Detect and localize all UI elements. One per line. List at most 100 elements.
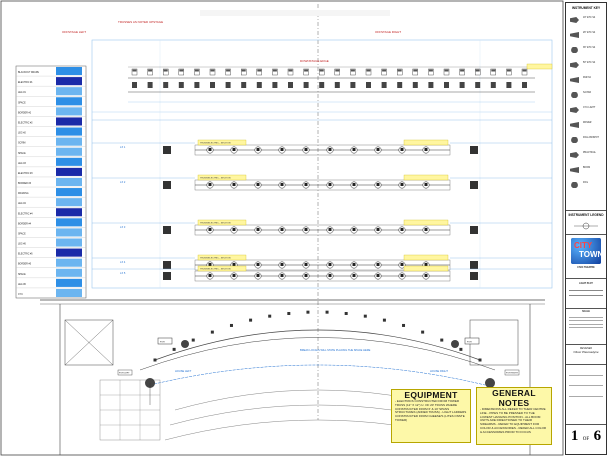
apron-light (210, 330, 214, 334)
instrument-unit (521, 68, 528, 76)
instrument-unit (506, 68, 512, 76)
scale-label: SCALE (582, 311, 590, 313)
truss-section-label: TRUSS/ELECTRIC - SECTION (200, 177, 231, 179)
instrument-lens (241, 69, 246, 72)
legend-item: 36° ETC S4 (569, 45, 605, 57)
instrument-unit (397, 82, 403, 88)
legend-instrument-icon (571, 137, 578, 143)
legend-instrument-icon (570, 122, 579, 128)
apron-light (268, 314, 272, 318)
legend-instrument-icon (570, 62, 579, 68)
rail-label: BLACKOUT DRAPE (18, 71, 39, 74)
legend-item-label: PAR 64 (583, 77, 591, 79)
instrument-unit (256, 82, 262, 88)
rail-bar (56, 228, 82, 237)
legend-item: PAR 64 (569, 75, 605, 87)
instrument-unit (225, 68, 231, 76)
legend-instrument-icon (570, 152, 579, 158)
boom-left (163, 272, 171, 280)
sheet-no: 1 (570, 428, 579, 444)
legend-item-label: 50° ETC S4 (583, 62, 596, 64)
instrument-lens (319, 69, 324, 72)
house-left-label: HOUSE LEFT (175, 369, 192, 373)
instrument-unit (428, 82, 434, 88)
electric-2: TRUSS/ELECTRIC - SECTION LX 2 (92, 174, 552, 191)
instrument-lens (194, 69, 199, 72)
rail-label: BORDER #2 (18, 112, 32, 114)
truss-section-label: TRUSS/ELECTRIC - SECTION (200, 222, 231, 224)
instrument-unit (350, 82, 356, 88)
rail-bar (56, 107, 82, 116)
truss-section-label: TRUSS/ELECTRIC - SECTION (200, 268, 231, 270)
revision-section (566, 365, 606, 425)
instrument-unit (132, 82, 137, 88)
wing-label: LX 2 (120, 180, 126, 184)
instrument-unit (475, 82, 481, 88)
legend-item: CYC LIGHT (569, 105, 605, 117)
legend-instrument-icon (570, 17, 579, 23)
legend-item: MOVER (569, 120, 605, 132)
instrument-lens (491, 69, 496, 72)
apron-light (363, 314, 367, 318)
legend-instrument-icon (570, 32, 579, 38)
equipment-note: EQUIPMENT - ELECTRICS CONSTRUCTED FROM T… (391, 389, 471, 443)
stage-note: BREAK LOCALS WILL STATE PLACING THE SPAC… (300, 348, 371, 352)
venue-name: CIVIC THEATRE (577, 267, 595, 269)
instrument-lens (366, 69, 371, 72)
rail-label: ELECTRIC #1 (18, 82, 33, 84)
wing-label: LX 5 (120, 271, 126, 275)
legend-section-2: INSTRUMENT LEGEND (566, 211, 606, 235)
rail-bar (56, 87, 82, 96)
truss-section-label: TRUSS/ELECTRIC - SECTION (200, 142, 231, 144)
rail-bar (56, 67, 82, 76)
rail-label: SPACE (18, 232, 26, 235)
legend-item: PRACTICAL (569, 150, 605, 162)
legend-item-label: 36° ETC S4 (583, 47, 596, 49)
rail-bar (56, 117, 82, 126)
legend-item: FOG (569, 180, 605, 192)
boom-left (163, 181, 171, 189)
legend-instrument-icon (571, 182, 578, 188)
apron-light (325, 310, 329, 314)
electric-5: TRUSS/ELECTRIC - SECTION LX 5 (92, 265, 552, 282)
legend-item-label: FOG (583, 182, 588, 184)
instrument-unit (194, 82, 200, 88)
apron-light (402, 323, 406, 327)
rail-bar (56, 177, 82, 187)
rail-bar (56, 248, 82, 257)
instrument-lens (475, 69, 480, 72)
sheet-name-section: LIGHT PLOT (566, 279, 606, 309)
instrument-unit (131, 68, 138, 76)
offstage-left-label: OFFSTAGE LEFT (62, 30, 86, 34)
rail-bar (56, 218, 82, 227)
boom-right (470, 272, 478, 280)
legend-item: 26° ETC S4 (569, 30, 605, 42)
instrument-unit (506, 82, 512, 88)
rail-label: ELECTRIC #2 (18, 122, 33, 124)
rail-bar (56, 147, 82, 156)
instrument-lens (132, 69, 137, 72)
instrument-unit (225, 82, 231, 88)
venue-logo: CITY TOWN (571, 238, 601, 264)
instrument-unit (163, 82, 169, 88)
apron-light (191, 338, 195, 342)
apron-light (459, 347, 463, 351)
legend-instrument-icon (570, 167, 579, 173)
instrument-lens (304, 69, 309, 72)
instrument-unit (241, 82, 247, 88)
rail-bar (56, 137, 82, 146)
rail-bar (56, 97, 82, 106)
instrument-lens (148, 69, 153, 72)
general-notes-title: GENERAL NOTES (492, 388, 536, 408)
apron-light (287, 311, 291, 315)
scale-section: SCALE (566, 309, 606, 345)
instrument-unit (334, 82, 340, 88)
logo-section: CITY TOWN CIVIC THEATRE (566, 235, 606, 279)
rail-label: LEG #4 (18, 203, 27, 205)
legend-item: 19° ETC S4 (569, 15, 605, 27)
foh-left-position: FOH FOH LEFT HOUSE LEFT (117, 337, 192, 405)
